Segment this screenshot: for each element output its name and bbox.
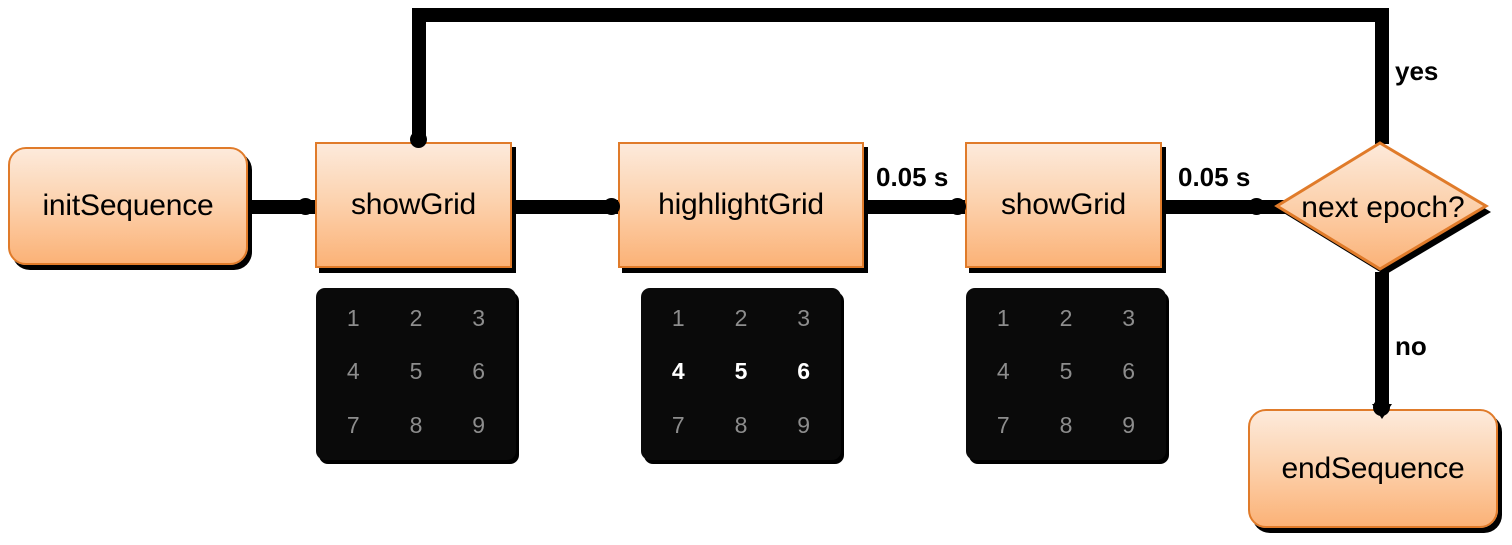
grid-cell-9: 9 (1122, 411, 1136, 438)
grid-cell-2: 2 (734, 305, 748, 332)
grid-cell-7: 7 (346, 411, 360, 438)
grid-cell-3: 3 (472, 305, 486, 332)
arrowhead-no-into-endsequence (1372, 404, 1392, 419)
edge-yes-vertical-left (412, 8, 426, 141)
edge-label-no: no (1395, 331, 1427, 361)
edge-init-to-showgrid1 (246, 200, 326, 214)
edge-highlightgrid-to-showgrid2 (860, 200, 978, 214)
grid-cell-1: 1 (996, 305, 1010, 332)
grid-cell-2: 2 (1059, 305, 1073, 332)
node-highlight-grid[interactable]: highlightGrid (618, 142, 864, 268)
edge-showgrid1-to-highlightgrid (510, 200, 632, 214)
edge-label-delay-2: 0.05 s (1178, 162, 1251, 192)
node-init-sequence[interactable]: initSequence (8, 147, 248, 265)
grid-cell-3: 3 (797, 305, 811, 332)
grid-cell-4: 4 (346, 358, 360, 385)
grid-cell-7: 7 (671, 411, 685, 438)
edge-label-yes: yes (1395, 56, 1439, 86)
grid-cell-1: 1 (671, 305, 685, 332)
node-label-show-grid-2: showGrid (1000, 188, 1127, 221)
connector-dot-highlightgrid-in (603, 198, 620, 215)
grid-cell-6: 6 (472, 358, 486, 385)
grid-cell-9: 9 (797, 411, 811, 438)
node-end-sequence[interactable]: endSequence (1248, 409, 1498, 528)
node-next-epoch[interactable]: next epoch? (1272, 135, 1494, 280)
edge-showgrid2-to-nextepoch (1158, 200, 1288, 214)
node-show-grid-2[interactable]: showGrid (965, 142, 1162, 268)
grid-cell-6: 6 (1122, 358, 1136, 385)
grid-cell-8: 8 (1059, 411, 1073, 438)
edge-no-vertical (1375, 272, 1389, 410)
grid-cell-4: 4 (996, 358, 1010, 385)
grid-highlight-grid: 1 2 3 4 5 6 7 8 9 (641, 288, 841, 460)
grid-cell-8: 8 (734, 411, 748, 438)
connector-dot-showgrid1-top (410, 131, 427, 148)
node-label-highlight-grid: highlightGrid (658, 188, 824, 221)
grid-cell-5: 5 (734, 358, 748, 385)
grid-cell-1: 1 (346, 305, 360, 332)
node-label-show-grid-1: showGrid (350, 188, 477, 221)
grid-show-grid-1: 1 2 3 4 5 6 7 8 9 (316, 288, 516, 460)
grid-cell-4: 4 (671, 358, 685, 385)
grid-cell-7: 7 (996, 411, 1010, 438)
grid-cell-2: 2 (409, 305, 423, 332)
grid-cell-5: 5 (409, 358, 423, 385)
edge-yes-vertical-right (1375, 8, 1389, 144)
grid-cell-8: 8 (409, 411, 423, 438)
grid-cell-3: 3 (1122, 305, 1136, 332)
grid-cell-6: 6 (797, 358, 811, 385)
connector-dot-nextepoch-in (1248, 198, 1265, 215)
diamond-shape (1274, 141, 1491, 275)
grid-cell-5: 5 (1059, 358, 1073, 385)
node-label-init-sequence: initSequence (42, 189, 214, 222)
edge-yes-horizontal (412, 8, 1389, 22)
connector-dot-showgrid2-in (949, 198, 966, 215)
edge-label-delay-1: 0.05 s (876, 162, 949, 192)
grid-show-grid-2: 1 2 3 4 5 6 7 8 9 (966, 288, 1166, 460)
grid-cell-9: 9 (472, 411, 486, 438)
node-label-next-epoch: next epoch? (1301, 190, 1465, 224)
connector-dot-showgrid1-in (297, 198, 314, 215)
node-label-end-sequence: endSequence (1281, 451, 1465, 485)
node-show-grid-1[interactable]: showGrid (315, 142, 512, 268)
